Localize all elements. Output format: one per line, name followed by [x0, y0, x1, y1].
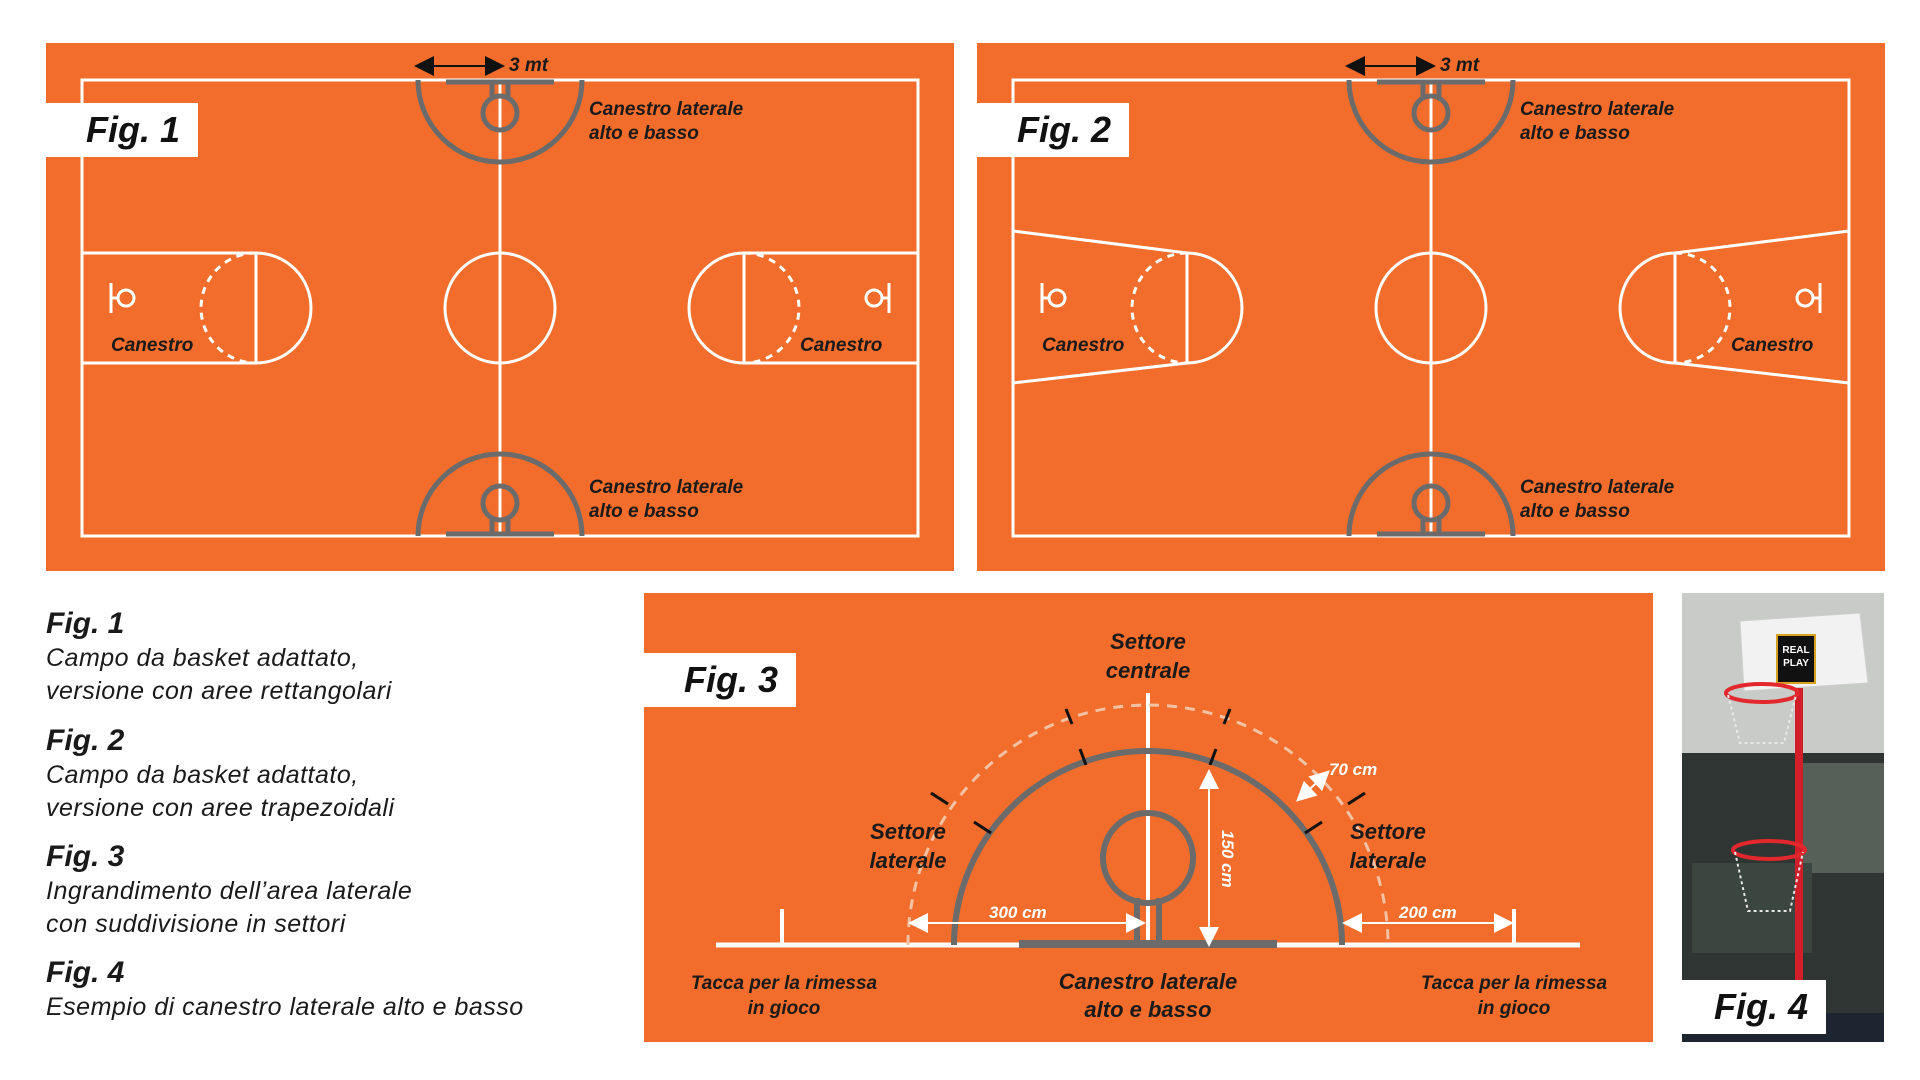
fig2-tag: Fig. 2 — [977, 103, 1130, 157]
caption-title: Fig. 4 — [46, 956, 125, 989]
caption-line: versione con aree trapezoidali — [46, 794, 395, 822]
fig1-side-bottom-l2: alto e basso — [589, 501, 699, 522]
mark-right-l1: Tacca per la rimessa — [1421, 973, 1608, 994]
fig3-sector-diagram: 300 cm 200 cm 70 cm 150 cm Settore centr… — [691, 629, 1608, 1022]
fig1-dim-label: 3 mt — [509, 55, 549, 76]
caption-line: con suddivisione in settori — [46, 910, 346, 938]
fig2-side-bottom-l1: Canestro laterale — [1520, 477, 1675, 498]
dim-200-label: 200 cm — [1398, 903, 1457, 922]
fig1-side-top-l1: Canestro laterale — [589, 99, 744, 120]
fig1-side-bottom-l1: Canestro laterale — [589, 477, 744, 498]
sector-right-l2: laterale — [1349, 848, 1426, 873]
fig4-basket-photo: REAL PLAY Fig. 4 — [1682, 593, 1884, 1042]
caption-title: Fig. 3 — [46, 840, 125, 873]
caption-fig4: Fig. 4 Esempio di canestro laterale alto… — [46, 955, 524, 1024]
mark-left-l2: in gioco — [748, 998, 821, 1019]
caption-fig1: Fig. 1 Campo da basket adattato, version… — [46, 606, 392, 708]
fig2-side-top-l1: Canestro laterale — [1520, 99, 1675, 120]
dim-150-label: 150 cm — [1218, 830, 1237, 888]
fig2-basket-right-label: Canestro — [1731, 335, 1813, 356]
fig2-side-bottom-l2: alto e basso — [1520, 501, 1630, 522]
fig2-court-panel: 3 mt Canestro laterale alto e basso Cane… — [977, 43, 1885, 571]
sector-center-l2: centrale — [1106, 658, 1190, 683]
side-area-top — [415, 79, 585, 165]
caption-title: Fig. 2 — [46, 724, 125, 757]
caption-line: Esempio di canestro laterale alto e bass… — [46, 993, 524, 1021]
side-area-bottom — [415, 451, 585, 537]
fig2-side-top-l2: alto e basso — [1520, 123, 1630, 144]
center-circle — [443, 251, 557, 365]
mark-left-l1: Tacca per la rimessa — [691, 973, 878, 994]
fig1-basket-right-label: Canestro — [800, 335, 882, 356]
side-hoop-board — [1019, 940, 1277, 948]
dim-70-arrow — [1296, 770, 1330, 802]
sector-arc — [951, 748, 1345, 946]
sector-center-l1: Settore — [1110, 629, 1186, 654]
dim-70-label: 70 cm — [1329, 760, 1377, 779]
fig1-court-diagram: 3 mt Canestro laterale alto e basso Cane… — [80, 55, 920, 538]
caption-line: Campo da basket adattato, — [46, 644, 359, 672]
sector-left-l2: laterale — [869, 848, 946, 873]
fig3-tag: Fig. 3 — [644, 653, 797, 707]
fig2-basket-left-label: Canestro — [1042, 335, 1124, 356]
caption-title: Fig. 1 — [46, 607, 125, 640]
caption-line: Ingrandimento dell’area laterale — [46, 877, 413, 905]
basket-photo-illustration: REAL PLAY — [1682, 593, 1884, 1042]
fig1-basket-left-label: Canestro — [111, 335, 193, 356]
basket-label-l1: Canestro laterale — [1059, 969, 1238, 994]
side-hoop-ring — [1100, 810, 1196, 906]
caption-line: versione con aree rettangolari — [46, 677, 392, 705]
backboard-logo-l2: PLAY — [1783, 658, 1809, 669]
outer-dashed-arc — [906, 703, 1390, 946]
fig1-court-panel: 3 mt Canestro laterale alto e basso Cane… — [46, 43, 954, 571]
sector-left-l1: Settore — [870, 819, 946, 844]
fig1-side-top-l2: alto e basso — [589, 123, 699, 144]
basket-label-l2: alto e basso — [1084, 997, 1211, 1022]
fig3-detail-panel: 300 cm 200 cm 70 cm 150 cm Settore centr… — [644, 593, 1653, 1042]
backboard-logo-l1: REAL — [1782, 645, 1809, 656]
caption-fig3: Fig. 3 Ingrandimento dell’area laterale … — [46, 839, 412, 941]
sector-right-l1: Settore — [1350, 819, 1426, 844]
mark-right-l2: in gioco — [1478, 998, 1551, 1019]
dim-300-label: 300 cm — [989, 903, 1047, 922]
fig2-court-diagram: 3 mt Canestro laterale alto e basso Cane… — [1011, 55, 1851, 538]
fig4-tag: Fig. 4 — [1682, 980, 1827, 1034]
caption-line: Campo da basket adattato, — [46, 761, 359, 789]
caption-fig2: Fig. 2 Campo da basket adattato, version… — [46, 723, 395, 825]
fig2-dim-label: 3 mt — [1440, 55, 1480, 76]
fig1-tag: Fig. 1 — [46, 103, 199, 157]
